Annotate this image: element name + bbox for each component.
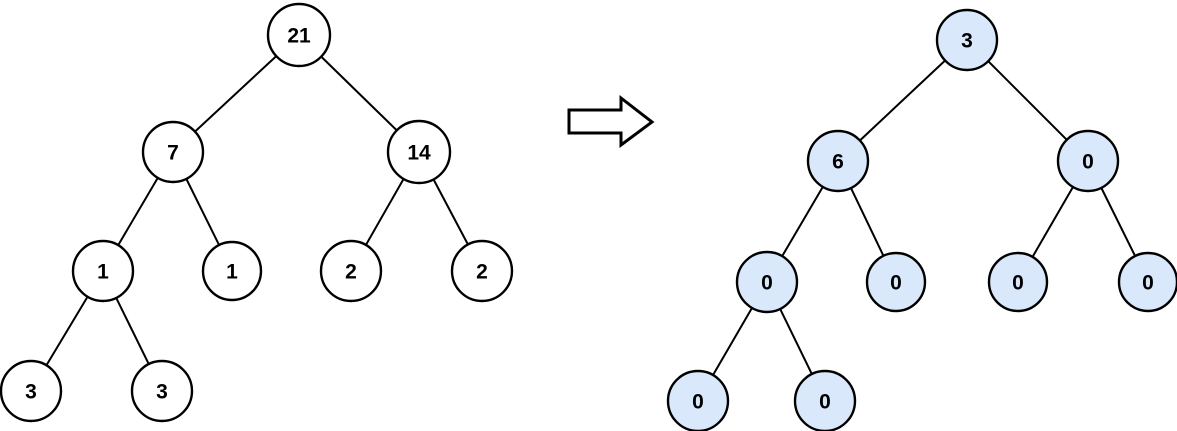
- tree-node[interactable]: 0: [1117, 251, 1177, 313]
- tree-edge: [712, 306, 753, 377]
- tree-edge: [849, 187, 885, 257]
- node-circle[interactable]: [130, 359, 194, 423]
- node-label: 3: [961, 30, 973, 53]
- tree-edge: [858, 59, 947, 142]
- tree-edge: [320, 55, 398, 132]
- tree-node[interactable]: 7: [141, 120, 205, 184]
- tree-edge: [117, 176, 159, 247]
- tree-node[interactable]: 2: [319, 239, 383, 303]
- node-label: 0: [692, 391, 704, 414]
- node-label: 14: [407, 142, 431, 165]
- tree-node[interactable]: 0: [735, 250, 799, 314]
- node-label: 0: [1012, 272, 1024, 295]
- node-circle[interactable]: [806, 129, 870, 193]
- node-circle[interactable]: [201, 240, 263, 302]
- node-circle[interactable]: [865, 251, 927, 313]
- node-circle[interactable]: [1117, 251, 1177, 313]
- tree-node[interactable]: 1: [201, 240, 263, 302]
- node-circle[interactable]: [0, 359, 63, 423]
- node-circle[interactable]: [1056, 129, 1120, 193]
- tree-edge: [185, 177, 221, 247]
- tree-node[interactable]: 0: [987, 251, 1049, 313]
- node-circle[interactable]: [793, 369, 857, 431]
- tree-edge: [987, 60, 1068, 141]
- node-label: 1: [226, 261, 238, 284]
- tree-edge: [45, 295, 89, 367]
- node-circle[interactable]: [450, 239, 514, 303]
- node-circle[interactable]: [987, 251, 1049, 313]
- node-circle[interactable]: [386, 119, 452, 185]
- node-label: 3: [156, 381, 168, 404]
- tree-edge: [115, 296, 150, 366]
- tree-node[interactable]: 3: [0, 359, 63, 423]
- tree-node[interactable]: 21: [266, 2, 332, 68]
- tree-node[interactable]: 0: [865, 251, 927, 313]
- node-label: 0: [1082, 151, 1094, 174]
- tree-node[interactable]: 0: [1056, 129, 1120, 193]
- tree-edge: [779, 307, 813, 376]
- node-circle[interactable]: [71, 239, 135, 303]
- node-label: 6: [832, 151, 844, 174]
- tree-node[interactable]: 3: [935, 8, 999, 72]
- tree-node[interactable]: 6: [806, 129, 870, 193]
- node-label: 21: [287, 25, 311, 48]
- tree-node[interactable]: 3: [130, 359, 194, 423]
- tree-edge: [1100, 186, 1137, 258]
- tree-edge: [781, 185, 824, 258]
- node-circle[interactable]: [141, 120, 205, 184]
- tree-node[interactable]: 1: [71, 239, 135, 303]
- node-circle[interactable]: [735, 250, 799, 314]
- node-label: 2: [476, 261, 488, 284]
- node-label: 7: [167, 142, 179, 165]
- node-label: 2: [345, 261, 357, 284]
- node-circle[interactable]: [319, 239, 383, 303]
- node-label: 0: [890, 272, 902, 295]
- node-label: 0: [1142, 272, 1154, 295]
- edges-layer: [45, 55, 1137, 377]
- arrow-layer: [567, 94, 655, 148]
- tree-edge: [364, 177, 405, 246]
- transform-arrow: [567, 94, 655, 148]
- node-label: 1: [97, 261, 109, 284]
- node-circle[interactable]: [935, 8, 999, 72]
- node-circle[interactable]: [666, 369, 730, 431]
- node-circle[interactable]: [266, 2, 332, 68]
- node-label: 3: [25, 381, 37, 404]
- tree-node[interactable]: 2: [450, 239, 514, 303]
- node-label: 0: [761, 272, 773, 295]
- tree-node[interactable]: 14: [386, 119, 452, 185]
- tree-node[interactable]: 0: [793, 369, 857, 431]
- tree-node[interactable]: 0: [666, 369, 730, 431]
- node-label: 0: [819, 391, 831, 414]
- tree-edge: [193, 55, 278, 133]
- tree-edge: [1031, 185, 1074, 258]
- tree-edge: [432, 178, 469, 246]
